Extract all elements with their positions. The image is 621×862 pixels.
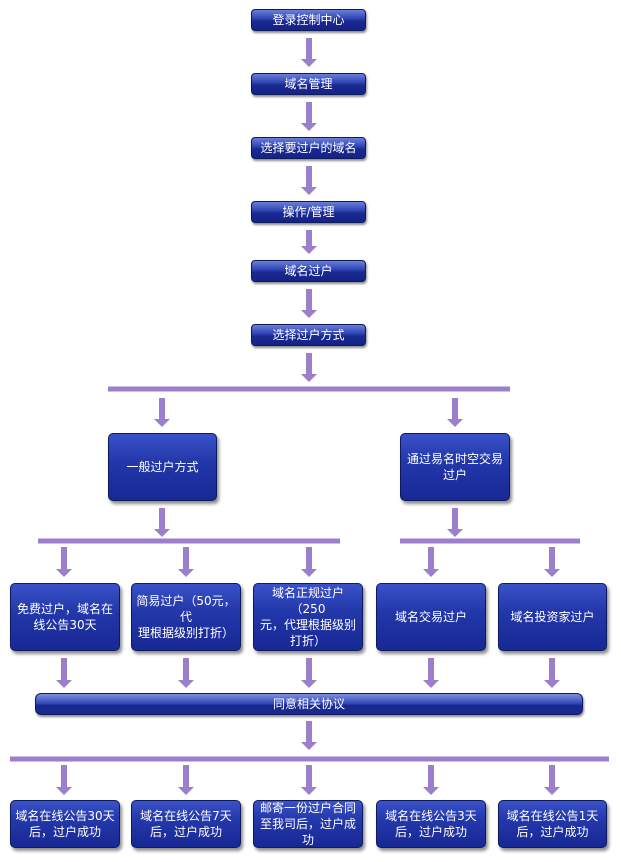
arrow-down bbox=[56, 547, 72, 577]
arrow-down bbox=[301, 102, 317, 131]
arrow-down bbox=[301, 658, 317, 688]
option-formal-transfer: 域名正规过户（250 元，代理根据级别 打折） bbox=[253, 583, 363, 651]
result-1-day: 域名在线公告1天 后，过户成功 bbox=[498, 800, 607, 848]
split-bar-general bbox=[38, 538, 340, 544]
step-domain-transfer: 域名过户 bbox=[251, 260, 366, 282]
result-30-days: 域名在线公告30天 后，过户成功 bbox=[10, 800, 120, 848]
option-investor: 域名投资家过户 bbox=[498, 583, 607, 651]
arrow-down bbox=[544, 547, 560, 577]
split-bar-results bbox=[10, 756, 609, 762]
step-select-domain: 选择要过户的域名 bbox=[251, 137, 366, 159]
split-bar-trade bbox=[400, 538, 580, 544]
arrow-down bbox=[423, 658, 439, 688]
result-mail-contract: 邮寄一份过户合同 至我司后，过户成功 bbox=[253, 800, 363, 848]
arrow-down bbox=[56, 765, 72, 795]
split-bar-methods bbox=[108, 386, 510, 392]
arrow-down bbox=[56, 658, 72, 688]
arrow-down bbox=[301, 547, 317, 577]
arrow-down bbox=[301, 38, 317, 67]
option-domain-trade: 域名交易过户 bbox=[376, 583, 486, 651]
method-general: 一般过户方式 bbox=[108, 433, 217, 501]
arrow-down bbox=[423, 765, 439, 795]
arrow-down bbox=[178, 658, 194, 688]
result-3-days: 域名在线公告3天 后，过户成功 bbox=[376, 800, 486, 848]
step-operate-manage: 操作/管理 bbox=[251, 201, 366, 223]
step-domain-management: 域名管理 bbox=[251, 73, 366, 95]
agree-agreement-bar: 同意相关协议 bbox=[35, 693, 583, 715]
method-trade: 通过易名时空交易 过户 bbox=[400, 433, 510, 501]
option-free-transfer: 免费过户，域名在 线公告30天 bbox=[10, 583, 120, 651]
arrow-down bbox=[544, 658, 560, 688]
arrow-down bbox=[154, 398, 170, 427]
arrow-down bbox=[301, 353, 317, 382]
arrow-down bbox=[447, 508, 463, 537]
arrow-down bbox=[301, 289, 317, 318]
arrow-down bbox=[154, 508, 170, 537]
arrow-down bbox=[178, 765, 194, 795]
option-simple-transfer: 简易过户（50元，代 理根据级别打折） bbox=[131, 583, 241, 651]
arrow-down bbox=[178, 547, 194, 577]
arrow-down bbox=[544, 765, 560, 795]
arrow-down bbox=[301, 230, 317, 254]
arrow-down bbox=[301, 765, 317, 795]
arrow-down bbox=[301, 721, 317, 750]
arrow-down bbox=[447, 398, 463, 427]
step-choose-method: 选择过户方式 bbox=[251, 324, 366, 346]
arrow-down bbox=[301, 166, 317, 195]
arrow-down bbox=[423, 547, 439, 577]
result-7-days: 域名在线公告7天 后，过户成功 bbox=[131, 800, 241, 848]
step-login-console: 登录控制中心 bbox=[251, 9, 366, 31]
